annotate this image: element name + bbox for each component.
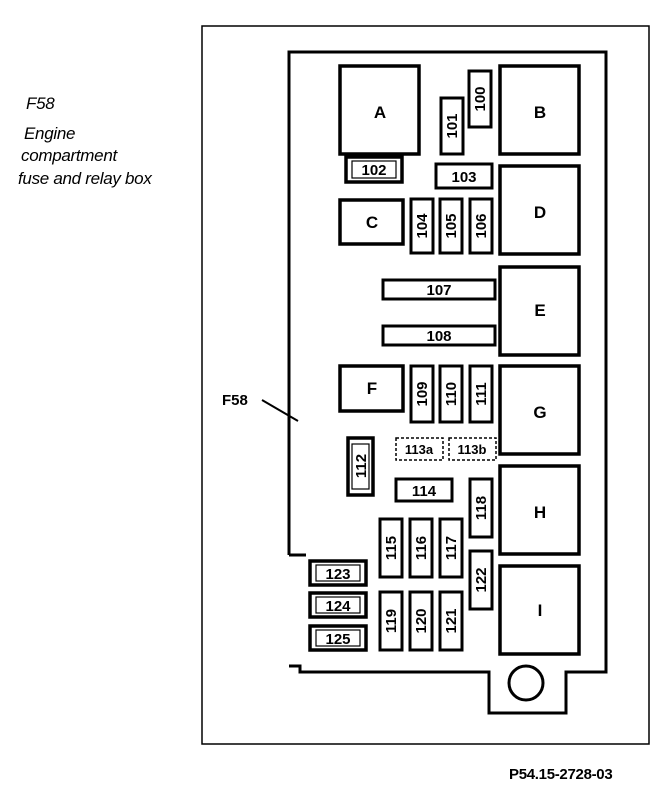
pointer-label: F58 — [222, 392, 248, 409]
fuse-119: 119 — [378, 590, 404, 652]
fuse-124: 124 — [308, 591, 368, 619]
relay-A-label: A — [374, 103, 386, 122]
relay-H-label: H — [534, 503, 546, 522]
fuse-101-label: 101 — [444, 113, 461, 138]
figure-code: P54.15-2728-03 — [509, 766, 613, 783]
fuse-118-label: 118 — [473, 496, 490, 520]
fuse-115-label: 115 — [383, 536, 400, 560]
mounting-hole — [507, 664, 545, 702]
fuse-100-label: 100 — [472, 86, 489, 111]
caption-code: F58 — [26, 94, 55, 113]
fuse-105-label: 105 — [443, 213, 460, 238]
fuse-111-label: 111 — [473, 382, 490, 405]
relay-G: G — [498, 364, 581, 456]
fuse-107: 107 — [381, 278, 497, 301]
caption-line-2: compartment — [21, 146, 117, 165]
relay-C: C — [338, 198, 405, 246]
fuse-104: 104 — [409, 197, 435, 255]
fuse-107-label: 107 — [426, 282, 451, 299]
fuse-118: 118 — [468, 477, 494, 539]
fuse-101: 101 — [439, 96, 465, 156]
relay-C-label: C — [366, 213, 378, 232]
fuse-124-label: 124 — [325, 598, 351, 615]
relay-F: F — [338, 364, 405, 413]
fuse-119-label: 119 — [383, 609, 400, 633]
relay-F-label: F — [367, 379, 377, 398]
fuse-113a: 113a — [395, 437, 444, 461]
fuse-102: 102 — [344, 155, 404, 184]
fuse-115: 115 — [378, 517, 404, 579]
relay-E: E — [498, 265, 581, 357]
fuse-110: 110 — [438, 364, 464, 424]
fuse-120-label: 120 — [413, 608, 430, 633]
fuse-117: 117 — [438, 517, 464, 579]
relay-B-label: B — [534, 103, 546, 122]
fuse-109-label: 109 — [414, 381, 431, 406]
fuse-117-label: 117 — [443, 536, 460, 560]
relay-E-label: E — [534, 301, 545, 320]
fuse-125: 125 — [308, 624, 368, 652]
fuse-109: 109 — [409, 364, 435, 424]
fuse-104-label: 104 — [414, 213, 431, 239]
fuse-103-label: 103 — [451, 169, 476, 186]
fuse-122: 122 — [468, 549, 494, 611]
fuse-106: 106 — [468, 197, 494, 255]
fuse-123-label: 123 — [325, 566, 350, 583]
fuse-125-label: 125 — [325, 631, 350, 648]
fuse-121-label: 121 — [443, 608, 460, 633]
fuse-106-label: 106 — [473, 213, 490, 238]
fuse-100: 100 — [467, 69, 493, 129]
fuse-121: 121 — [438, 590, 464, 652]
relay-B: B — [498, 64, 581, 156]
pointer-line — [261, 399, 299, 422]
caption-line-3: fuse and relay box — [18, 169, 152, 188]
fuse-108: 108 — [381, 324, 497, 347]
fuse-box-outline — [287, 50, 608, 715]
fuse-116-label: 116 — [413, 536, 430, 560]
relay-H: H — [498, 464, 581, 556]
fuse-113a-label: 113a — [405, 442, 434, 457]
relay-I: I — [498, 564, 581, 656]
fuse-123: 123 — [308, 559, 368, 587]
caption-line-1: Engine — [24, 124, 76, 143]
fuse-116: 116 — [408, 517, 434, 579]
fuse-105: 105 — [438, 197, 464, 255]
relay-I-label: I — [538, 601, 543, 620]
fuse-111: 111 — [468, 364, 494, 424]
fuse-114-label: 114 — [412, 483, 437, 500]
diagram-frame — [201, 25, 650, 745]
fuse-120: 120 — [408, 590, 434, 652]
fuse-114: 114 — [394, 477, 454, 503]
fuse-112: 112 — [346, 436, 375, 497]
relay-D: D — [498, 164, 581, 256]
fuse-113b: 113b — [448, 437, 497, 461]
relay-A: A — [338, 64, 421, 156]
fuse-108-label: 108 — [426, 328, 451, 345]
fuse-110-label: 110 — [443, 382, 460, 406]
fuse-112-label: 112 — [353, 454, 370, 478]
fuse-122-label: 122 — [473, 567, 490, 592]
fuse-102-label: 102 — [361, 162, 386, 179]
fuse-113b-label: 113b — [458, 442, 487, 457]
fuse-103: 103 — [434, 162, 494, 190]
relay-G-label: G — [533, 403, 546, 422]
relay-D-label: D — [534, 203, 546, 222]
